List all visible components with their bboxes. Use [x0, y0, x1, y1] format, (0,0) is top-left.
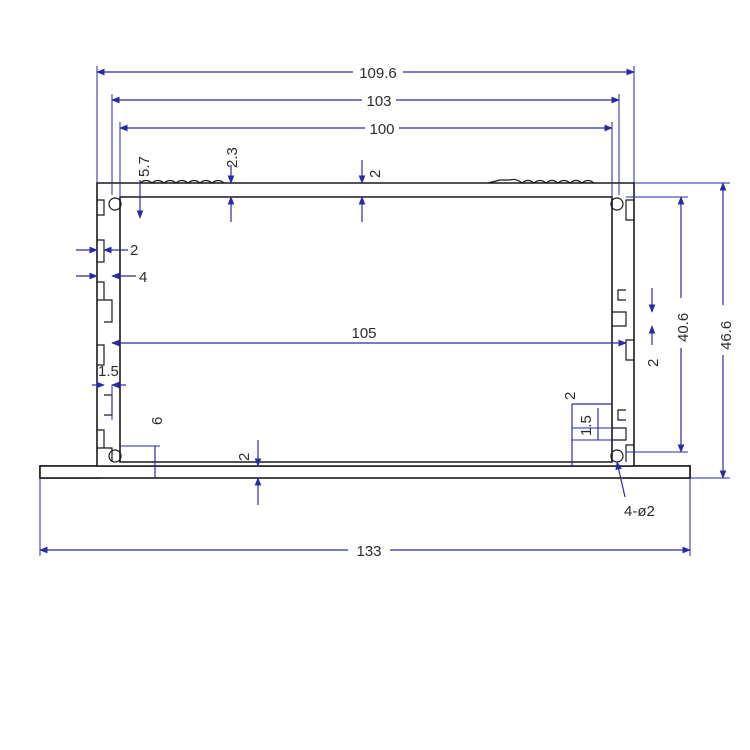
- dim-bottom-wall: 2: [236, 453, 253, 461]
- top-ridges: [139, 178, 595, 184]
- dim-inner-height: 40.6: [675, 313, 692, 342]
- dim-inner-top-width: 103: [366, 93, 391, 110]
- dim-right-slot-width: 1.5: [578, 415, 595, 436]
- housing-cavity: [119, 196, 613, 463]
- dimension-labels: 109.6 103 100 105 133 5.7 2.3 2 2 4 1.5 …: [98, 62, 735, 560]
- dim-left-bottom: 6: [149, 417, 166, 425]
- dim-inner-mid-width: 105: [351, 325, 376, 342]
- dim-top-wall: 2: [367, 170, 384, 178]
- dim-right-slot-lower: 2: [562, 392, 579, 400]
- screw-boss-top-left: [108, 197, 122, 211]
- dimension-lines: [39, 66, 730, 556]
- screw-boss-bottom-left: [108, 449, 122, 463]
- dim-left-slot: 1.5: [98, 363, 119, 380]
- right-wall-fins: [612, 199, 634, 462]
- dim-base-width: 133: [356, 543, 381, 560]
- dim-overall-height: 46.6: [718, 321, 735, 350]
- extrusion-profile: [39, 178, 691, 479]
- base-plate: [39, 465, 691, 479]
- dim-top-groove: 2.3: [224, 147, 241, 168]
- dim-right-slot-upper: 2: [645, 359, 662, 367]
- dim-overall-top-width: 109.6: [359, 65, 397, 82]
- dim-mounting-holes: 4-ø2: [624, 503, 655, 520]
- dim-left-wall: 2: [130, 242, 138, 259]
- dim-inner-clear-width: 100: [369, 121, 394, 138]
- screw-boss-top-right: [610, 197, 624, 211]
- dim-left-fin: 4: [139, 269, 147, 286]
- dim-top-lip: 5.7: [136, 156, 153, 177]
